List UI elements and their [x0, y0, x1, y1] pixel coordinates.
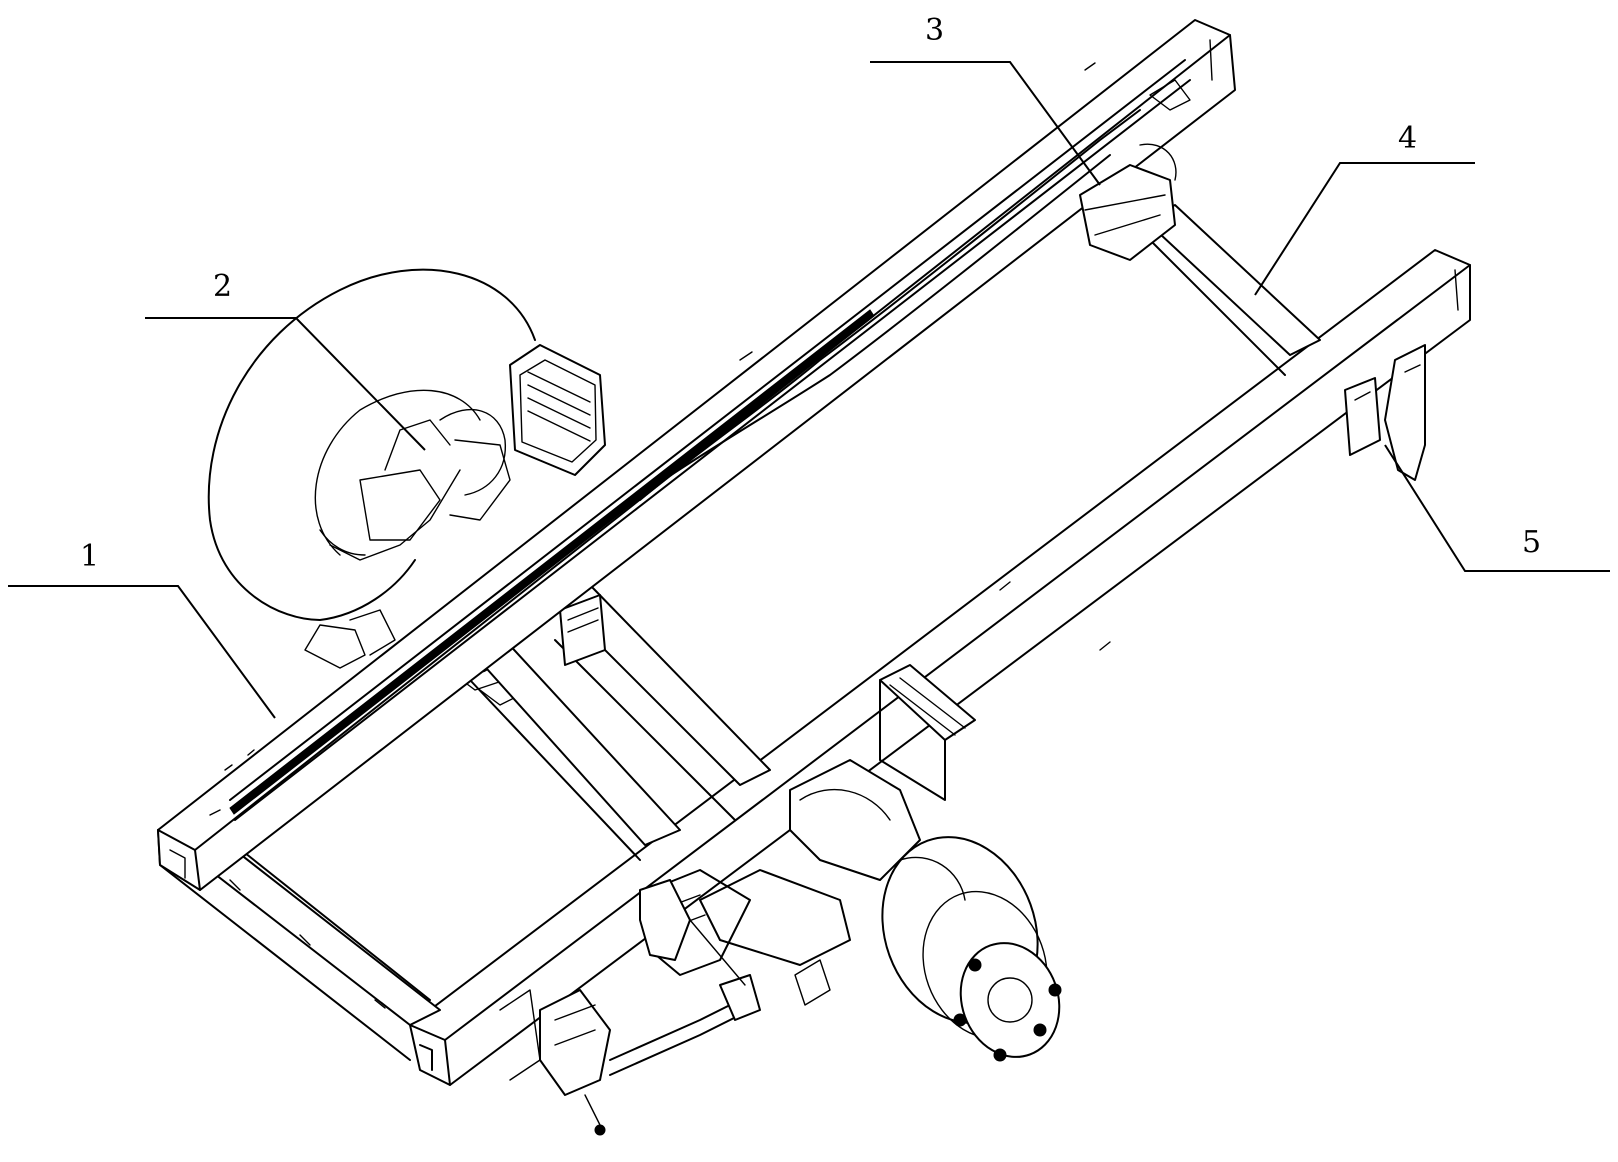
rail-detail-marks [209, 62, 1111, 1009]
leader-line-3 [870, 61, 1101, 186]
rear-mount-plates [1344, 344, 1426, 481]
leader-line-4 [1254, 162, 1475, 296]
callout-label-1: 1 [80, 539, 99, 574]
callout-label-2: 2 [213, 269, 232, 304]
suspension-spring-block [509, 344, 606, 476]
callout-label-5: 5 [1522, 525, 1541, 560]
middle-cross-member [469, 584, 771, 861]
right-axle-assembly [649, 759, 1062, 1062]
leader-line-5 [1384, 444, 1610, 572]
callout-label-4: 4 [1398, 121, 1417, 156]
callout-2: 2 [145, 269, 426, 451]
leader-line-1 [8, 585, 276, 719]
left-side-rail [157, 19, 1236, 891]
right-side-rail [409, 249, 1471, 1086]
callout-1: 1 [8, 539, 276, 719]
callout-4: 4 [1254, 121, 1475, 296]
rear-spring-pad [879, 664, 976, 801]
callout-3: 3 [870, 13, 1101, 186]
callout-5: 5 [1384, 444, 1610, 572]
rear-bracket [1079, 143, 1177, 261]
front-right-suspension [499, 879, 761, 1136]
leader-line-2 [145, 317, 426, 451]
wheel [207, 268, 536, 621]
callout-label-3: 3 [925, 13, 944, 48]
rear-cross-member [1144, 204, 1321, 376]
